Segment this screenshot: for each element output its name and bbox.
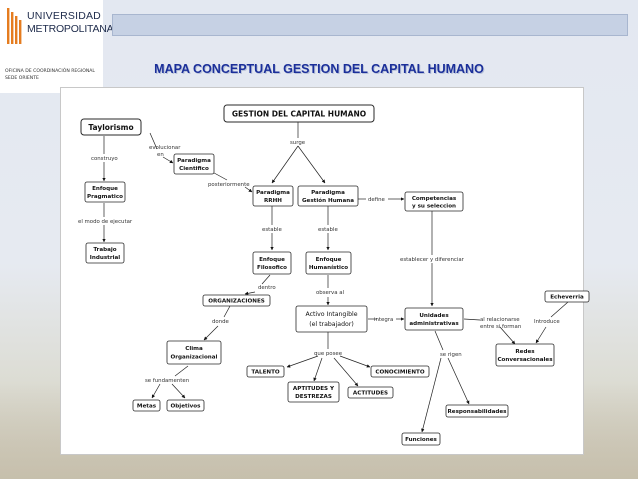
title-bar bbox=[112, 14, 628, 36]
svg-text:ORGANIZACIONES: ORGANIZACIONES bbox=[208, 299, 265, 305]
svg-text:TALENTO: TALENTO bbox=[251, 370, 280, 376]
svg-text:Pragmatico: Pragmatico bbox=[87, 194, 123, 200]
university-emblem-icon bbox=[7, 8, 22, 44]
node-funciones: Funciones bbox=[401, 432, 441, 446]
link-dentro: dentro bbox=[258, 285, 276, 291]
svg-text:Filosofico: Filosofico bbox=[257, 265, 287, 271]
university-logo: UNIVERSIDAD METROPOLITANA OFICINA DE COO… bbox=[0, 0, 114, 93]
node-aptitudes-destrezas: APTITUDES Y DESTREZAS bbox=[287, 381, 340, 403]
concept-map-link-labels: surge evolucionar en construyo posterior… bbox=[78, 140, 560, 384]
svg-text:Trabajo: Trabajo bbox=[93, 247, 116, 253]
node-enfoque-pragmatico: Enfoque Pragmatico bbox=[84, 181, 126, 203]
link-donde: donde bbox=[212, 319, 230, 325]
svg-text:Enfoque: Enfoque bbox=[92, 186, 118, 192]
node-echeverria: Echeverria bbox=[544, 290, 590, 303]
svg-text:Industrial: Industrial bbox=[90, 255, 121, 261]
link-surge: surge bbox=[290, 140, 306, 146]
node-redes-conversacionales: Redes Conversacionales bbox=[495, 343, 555, 367]
svg-text:Paradigma: Paradigma bbox=[177, 158, 211, 164]
link-el-modo-de-ejecutar: el modo de ejecutar bbox=[78, 219, 133, 225]
svg-text:Competencias: Competencias bbox=[412, 196, 457, 202]
svg-text:administrativas: administrativas bbox=[409, 321, 459, 327]
node-organizaciones: ORGANIZACIONES bbox=[202, 294, 271, 307]
svg-text:Redes: Redes bbox=[515, 349, 535, 355]
link-entre-si-forman: entre si forman bbox=[480, 324, 521, 330]
svg-text:RRHH: RRHH bbox=[264, 198, 282, 204]
node-paradigma-rrhh: Paradigma RRHH bbox=[252, 185, 294, 207]
logo-office-line1: OFICINA DE COORDINACIÓN REGIONAL bbox=[5, 69, 95, 74]
svg-text:Conversacionales: Conversacionales bbox=[497, 357, 553, 363]
node-paradigma-gestion-humana: Paradigma Gestión Humana bbox=[297, 185, 359, 207]
link-se-rigen: se rigen bbox=[440, 352, 462, 358]
svg-text:Taylorismo: Taylorismo bbox=[88, 123, 133, 132]
link-al-relacionarse: al relacionarse bbox=[480, 317, 520, 323]
node-competencias: Competencias y su seleccion bbox=[404, 191, 464, 212]
link-se-fundamenten: se fundamenten bbox=[145, 378, 189, 384]
svg-text:Activo Intangible: Activo Intangible bbox=[305, 311, 357, 318]
svg-text:ACTITUDES: ACTITUDES bbox=[353, 391, 388, 397]
node-gestion-capital-humano: GESTION DEL CAPITAL HUMANO bbox=[223, 104, 375, 123]
svg-text:Enfoque: Enfoque bbox=[259, 257, 285, 263]
link-estable-1: estable bbox=[262, 227, 282, 233]
svg-text:Enfoque: Enfoque bbox=[316, 257, 342, 263]
node-conocimiento: CONOCIMIENTO bbox=[370, 365, 430, 378]
node-actitudes: ACTITUDES bbox=[347, 386, 394, 399]
concept-map-nodes: GESTION DEL CAPITAL HUMANO Taylorismo Pa… bbox=[80, 104, 590, 446]
svg-text:Humanístico: Humanístico bbox=[309, 264, 348, 271]
svg-text:Funciones: Funciones bbox=[405, 437, 437, 443]
node-enfoque-humanistico: Enfoque Humanístico bbox=[305, 251, 352, 275]
node-enfoque-filosofico: Enfoque Filosofico bbox=[252, 251, 292, 275]
link-integra: integra bbox=[374, 317, 393, 323]
svg-text:Responsabilidades: Responsabilidades bbox=[447, 409, 507, 415]
svg-text:GESTION DEL CAPITAL HUMANO: GESTION DEL CAPITAL HUMANO bbox=[232, 110, 366, 119]
svg-text:Cientifico: Cientifico bbox=[179, 166, 209, 172]
svg-text:Gestión Humana: Gestión Humana bbox=[302, 197, 354, 204]
logo-name-line1: UNIVERSIDAD bbox=[27, 10, 101, 22]
node-responsabilidades: Responsabilidades bbox=[445, 404, 509, 418]
node-unidades-administrativas: Unidades administrativas bbox=[404, 307, 464, 331]
svg-text:y su seleccion: y su seleccion bbox=[412, 204, 456, 210]
node-talento: TALENTO bbox=[246, 365, 285, 378]
svg-text:CONOCIMIENTO: CONOCIMIENTO bbox=[375, 370, 424, 376]
node-metas: Metas bbox=[132, 399, 161, 412]
link-estable-2: estable bbox=[318, 227, 338, 233]
link-define: define bbox=[368, 197, 386, 203]
svg-text:Echeverria: Echeverria bbox=[550, 295, 584, 301]
svg-text:DESTREZAS: DESTREZAS bbox=[295, 394, 332, 400]
node-taylorismo: Taylorismo bbox=[80, 118, 142, 136]
svg-text:Clima: Clima bbox=[185, 346, 203, 352]
logo-name-line2: METROPOLITANA bbox=[27, 23, 114, 35]
svg-text:Paradigma: Paradigma bbox=[256, 190, 290, 196]
svg-text:Organizacional: Organizacional bbox=[171, 355, 218, 361]
node-activo-intangible: Activo Intangible (el trabajador) bbox=[295, 305, 368, 333]
svg-text:(el trabajador): (el trabajador) bbox=[309, 321, 354, 328]
link-posteriormente: posteriormente bbox=[208, 182, 250, 188]
link-evolucionar: evolucionar bbox=[149, 145, 181, 151]
svg-text:Paradigma: Paradigma bbox=[311, 190, 345, 196]
node-objetivos: Objetivos bbox=[166, 399, 205, 412]
link-introduce: Introduce bbox=[534, 319, 560, 325]
link-construyo: construyo bbox=[91, 156, 118, 162]
link-que-posee: que posee bbox=[314, 351, 343, 357]
svg-text:Metas: Metas bbox=[137, 404, 157, 410]
slide-title: MAPA CONCEPTUAL GESTION DEL CAPITAL HUMA… bbox=[154, 62, 484, 76]
logo-office-line2: SEDE ORIENTE bbox=[5, 76, 39, 81]
link-evolucionar-en: en bbox=[157, 152, 164, 158]
svg-text:Objetivos: Objetivos bbox=[171, 404, 202, 410]
svg-text:APTITUDES Y: APTITUDES Y bbox=[293, 386, 335, 392]
link-establecer-y-diferenciar: establecer y diferenciar bbox=[400, 257, 465, 263]
node-trabajo-industrial: Trabajo Industrial bbox=[85, 242, 125, 264]
node-paradigma-cientifico: Paradigma Cientifico bbox=[173, 153, 215, 175]
svg-text:Unidades: Unidades bbox=[419, 313, 449, 319]
link-observa-al: observa al bbox=[316, 290, 344, 296]
node-clima-organizacional: Clima Organizacional bbox=[166, 340, 222, 365]
concept-map-edges bbox=[102, 122, 569, 433]
